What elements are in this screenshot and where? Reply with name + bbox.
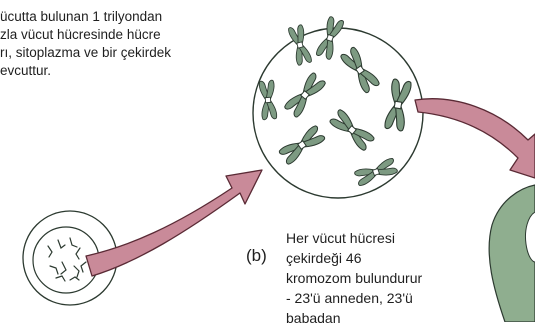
nucleus-magnified (253, 16, 423, 198)
arrow-to-nucleus (86, 170, 262, 276)
panel-label: (b) (246, 246, 267, 266)
caption-line-3: kromozom bulundurur (286, 268, 486, 288)
caption-line-5: babadan (286, 308, 486, 328)
caption-line-4: - 23'ü anneden, 23'ü (286, 288, 486, 308)
caption-line-1: Her vücut hücresi (286, 228, 486, 248)
panel-b-caption: Her vücut hücresi çekirdeği 46 kromozom … (286, 228, 486, 328)
caption-line-2: çekirdeği 46 (286, 248, 486, 268)
arrow-to-cell (415, 99, 535, 178)
